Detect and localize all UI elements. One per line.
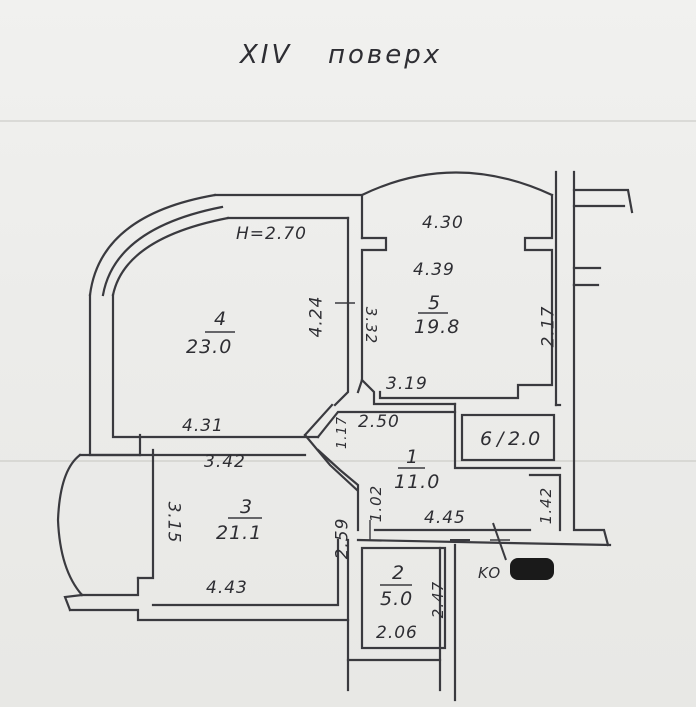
paper-fold <box>0 460 696 462</box>
room-4-number: 4 <box>214 308 228 330</box>
corridor-code: KO <box>478 564 502 582</box>
redaction-mark <box>510 558 554 580</box>
dim-2-50: 2.50 <box>358 412 400 432</box>
room-2-number: 2 <box>392 562 406 584</box>
dim-4-24: 4.24 <box>306 295 327 338</box>
room-6-number: 6 <box>480 428 494 450</box>
dim-3-15: 3.15 <box>163 501 184 544</box>
dim-1-17: 1.17 <box>334 416 350 449</box>
floor-number: XIV <box>240 40 293 70</box>
dim-2-47: 2.47 <box>429 580 448 619</box>
dim-3-42: 3.42 <box>204 452 246 472</box>
dim-3-32: 3.32 <box>362 306 381 345</box>
room-5-number: 5 <box>428 292 442 314</box>
floor-word: поверх <box>328 40 443 70</box>
dim-4-45: 4.45 <box>424 508 466 528</box>
dim-2-59: 2.59 <box>332 517 353 560</box>
bay-wall-inner-2 <box>111 216 230 297</box>
bay-wall-outer <box>88 193 217 297</box>
dim-4-43: 4.43 <box>206 578 248 598</box>
room-5-area: 19.8 <box>414 316 461 338</box>
bay-wall-inner-1 <box>101 205 224 297</box>
dim-3-19: 3.19 <box>386 374 428 394</box>
room-3-number: 3 <box>240 496 254 518</box>
dim-4-31: 4.31 <box>182 416 224 436</box>
paper-fold <box>0 120 696 122</box>
dim-2-06: 2.06 <box>376 623 418 643</box>
room2-outline <box>360 546 447 650</box>
dim-1-02: 1.02 <box>367 484 386 523</box>
room-1-number: 1 <box>406 446 420 468</box>
room-3-area: 21.1 <box>216 522 263 544</box>
room6-outline <box>460 413 556 462</box>
room-1-area: 11.0 <box>394 471 441 493</box>
dim-4-39: 4.39 <box>413 260 455 280</box>
room-6-slash: / <box>497 428 505 450</box>
room-4-area: 23.0 <box>186 336 233 358</box>
room-6-area: 2.0 <box>508 428 542 450</box>
room-2-area: 5.0 <box>380 588 414 610</box>
room5-arc-wall <box>360 171 554 197</box>
dim-2-17: 2.17 <box>538 305 559 348</box>
room3-bay-arc <box>56 453 84 597</box>
dim-4-30: 4.30 <box>422 213 464 233</box>
ceiling-height-label: H=2.70 <box>236 224 307 244</box>
dim-1-42: 1.42 <box>537 486 556 525</box>
